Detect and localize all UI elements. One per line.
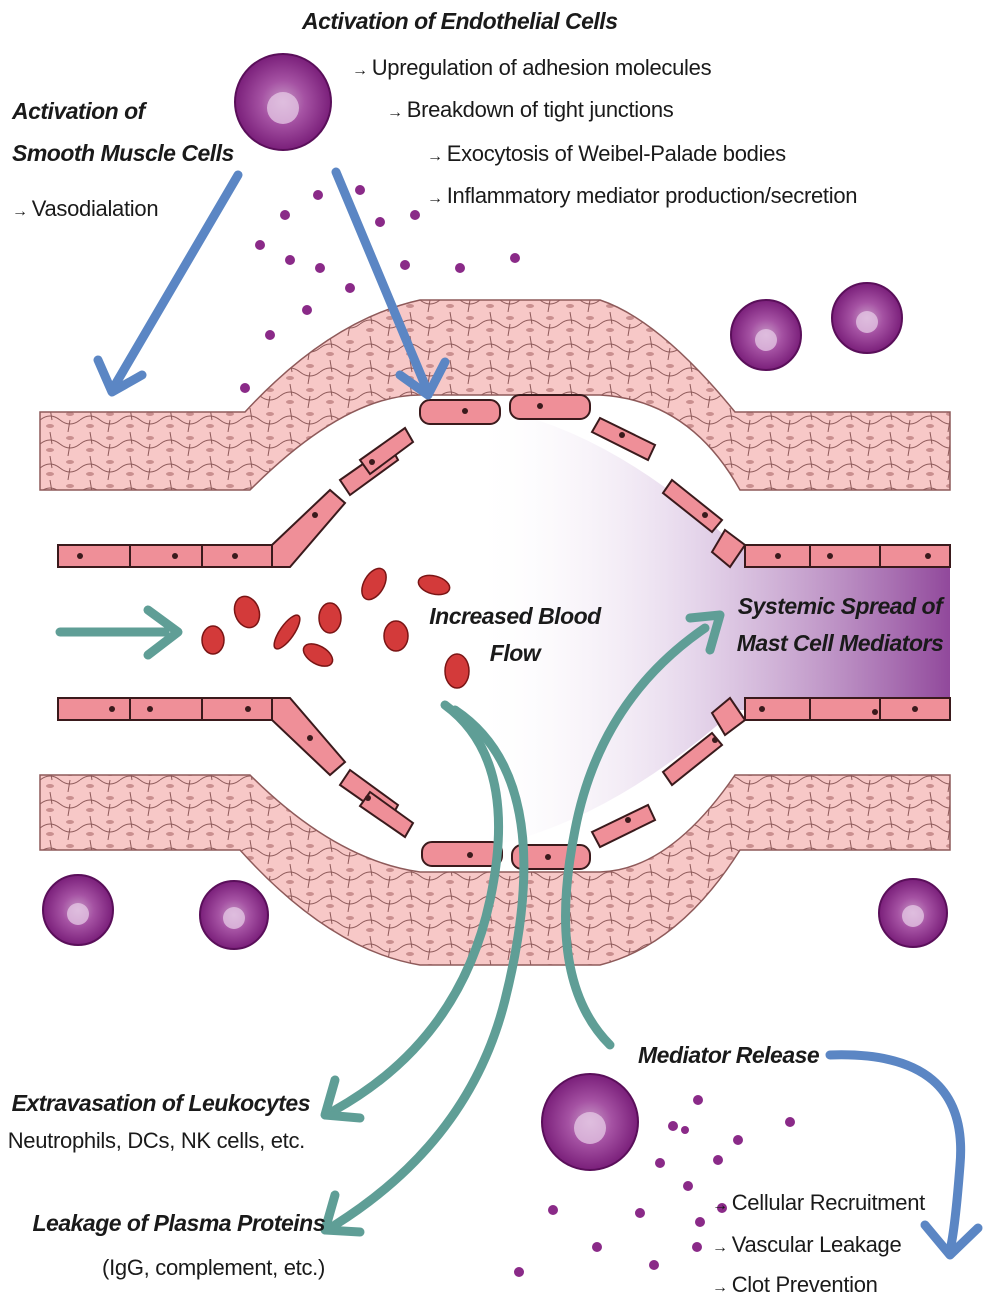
blood-flow-label: Increased Blood Flow [425, 603, 605, 667]
leakage-title: Leakage of Plasma Proteins [0, 1210, 325, 1237]
leakage-subtitle: (IgG, complement, etc.) [0, 1255, 325, 1281]
systemic-line-1: Systemic Spread of [730, 593, 950, 620]
systemic-line-2: Mast Cell Mediators [730, 630, 950, 657]
smooth-muscle-title-line-2: Smooth Muscle Cells [12, 140, 234, 167]
extravasation-title: Extravasation of Leukocytes [0, 1090, 310, 1117]
arrow-glyph: → [12, 203, 28, 220]
smooth-muscle-item-text: Vasodialation [32, 196, 159, 221]
endothelial-item-3-text: Exocytosis of Weibel-Palade bodies [447, 141, 786, 166]
arrow-glyph: → [352, 62, 368, 79]
extravasation-subtitle: Neutrophils, DCs, NK cells, etc. [0, 1128, 305, 1154]
mediator-item-1: →Cellular Recruitment [712, 1190, 925, 1216]
smooth-muscle-title-line-1: Activation of [12, 98, 145, 125]
endothelial-item-2-text: Breakdown of tight junctions [407, 97, 674, 122]
systemic-spread-label: Systemic Spread of Mast Cell Mediators [730, 593, 950, 657]
endothelial-item-4: →Inflammatory mediator production/secret… [427, 183, 857, 209]
smooth-muscle-item: →Vasodialation [12, 196, 158, 222]
arrow-glyph: → [712, 1239, 728, 1256]
blood-flow-line-1: Increased Blood [425, 603, 605, 630]
endothelial-item-4-text: Inflammatory mediator production/secreti… [447, 183, 857, 208]
endothelial-item-1-text: Upregulation of adhesion molecules [372, 55, 712, 80]
mediator-item-2: →Vascular Leakage [712, 1232, 901, 1258]
arrow-mediator-loop [830, 1055, 961, 1250]
blood-flow-line-2: Flow [425, 640, 605, 667]
endothelial-item-2: →Breakdown of tight junctions [387, 97, 673, 123]
arrow-glyph: → [712, 1279, 728, 1296]
mediator-release-title: Mediator Release [638, 1042, 819, 1069]
mediator-item-2-text: Vascular Leakage [732, 1232, 902, 1257]
arrow-glyph: → [427, 190, 443, 207]
arrow-glyph: → [712, 1197, 728, 1214]
mediator-item-3-text: Clot Prevention [732, 1272, 878, 1297]
mediator-item-1-text: Cellular Recruitment [732, 1190, 925, 1215]
endothelial-item-1: →Upregulation of adhesion molecules [352, 55, 711, 81]
arrow-glyph: → [387, 104, 403, 121]
mediator-item-3: →Clot Prevention [712, 1272, 878, 1298]
endothelial-item-3: →Exocytosis of Weibel-Palade bodies [427, 141, 786, 167]
endothelial-title: Activation of Endothelial Cells [302, 8, 617, 35]
arrow-glyph: → [427, 148, 443, 165]
